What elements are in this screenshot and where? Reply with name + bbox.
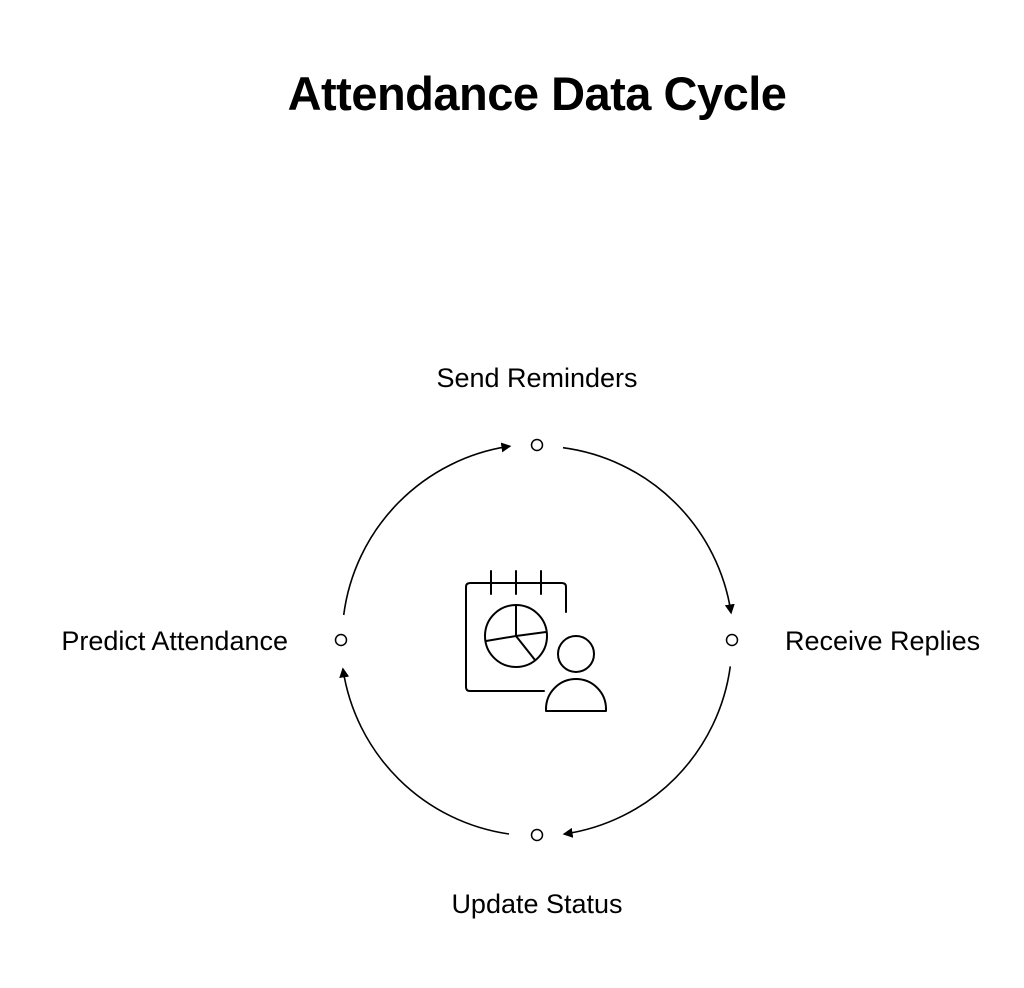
node-update-status [530, 828, 544, 842]
diagram-title: Attendance Data Cycle [287, 67, 787, 120]
label-receive-replies: Receive Replies [785, 626, 980, 656]
arrow-receive-to-update [562, 666, 732, 838]
calendar-chart-person-icon [465, 570, 607, 712]
node-predict-attendance [334, 633, 348, 647]
arrow-update-to-predict [339, 667, 510, 835]
arrow-send-to-receive [562, 446, 735, 615]
arrow-predict-to-send [342, 442, 512, 616]
label-predict-attendance: Predict Attendance [61, 626, 288, 656]
node-receive-replies [725, 633, 739, 647]
node-send-reminders [530, 438, 544, 452]
label-send-reminders: Send Reminders [436, 363, 637, 393]
label-update-status: Update Status [451, 889, 622, 919]
